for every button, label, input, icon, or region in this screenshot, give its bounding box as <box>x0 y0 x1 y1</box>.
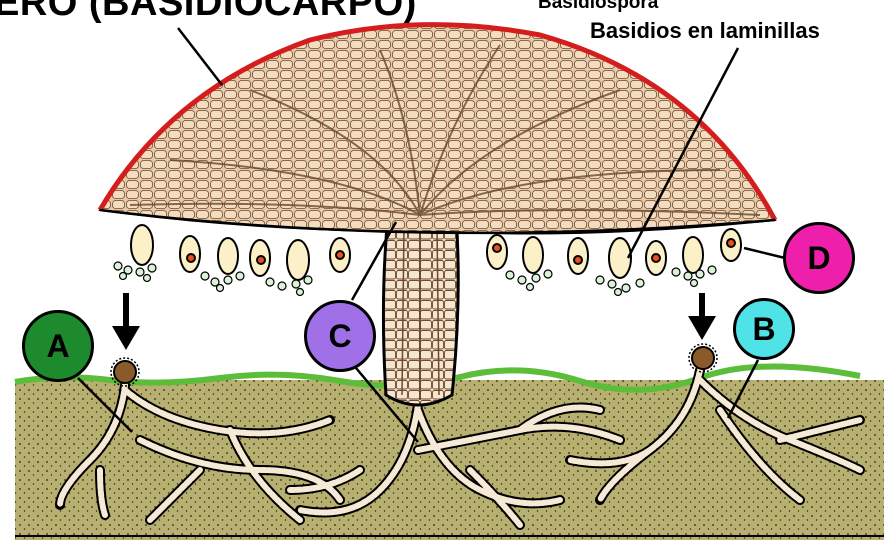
basidium <box>218 238 238 274</box>
germinating-spore-right <box>689 344 717 372</box>
marker-b: B <box>733 298 795 360</box>
basidium <box>131 225 153 265</box>
marker-c: C <box>304 300 376 372</box>
marker-d-leader-line <box>744 248 785 258</box>
stipe <box>383 215 458 405</box>
basidium <box>523 237 543 273</box>
basidium <box>646 241 666 275</box>
basidium <box>287 240 309 280</box>
basidium <box>721 229 741 261</box>
basidium <box>609 238 631 278</box>
marker-a: A <box>22 310 94 382</box>
arrow-down-left-icon <box>112 293 140 350</box>
basidium <box>330 238 350 272</box>
marker-d: D <box>783 222 855 294</box>
basidium <box>683 237 703 273</box>
title-label: ERO (BASIDIOCARPO) <box>0 0 417 25</box>
pileus-cap <box>100 25 775 234</box>
title-leader-line <box>178 28 222 85</box>
basidium <box>180 236 200 272</box>
basidium <box>250 240 270 276</box>
arrow-down-right-icon <box>688 293 716 340</box>
basidium <box>568 238 588 274</box>
basidios-label: Basidios en laminillas <box>590 18 820 44</box>
basidiospora-label: Basidiospora <box>538 0 658 14</box>
basidium <box>487 235 507 269</box>
